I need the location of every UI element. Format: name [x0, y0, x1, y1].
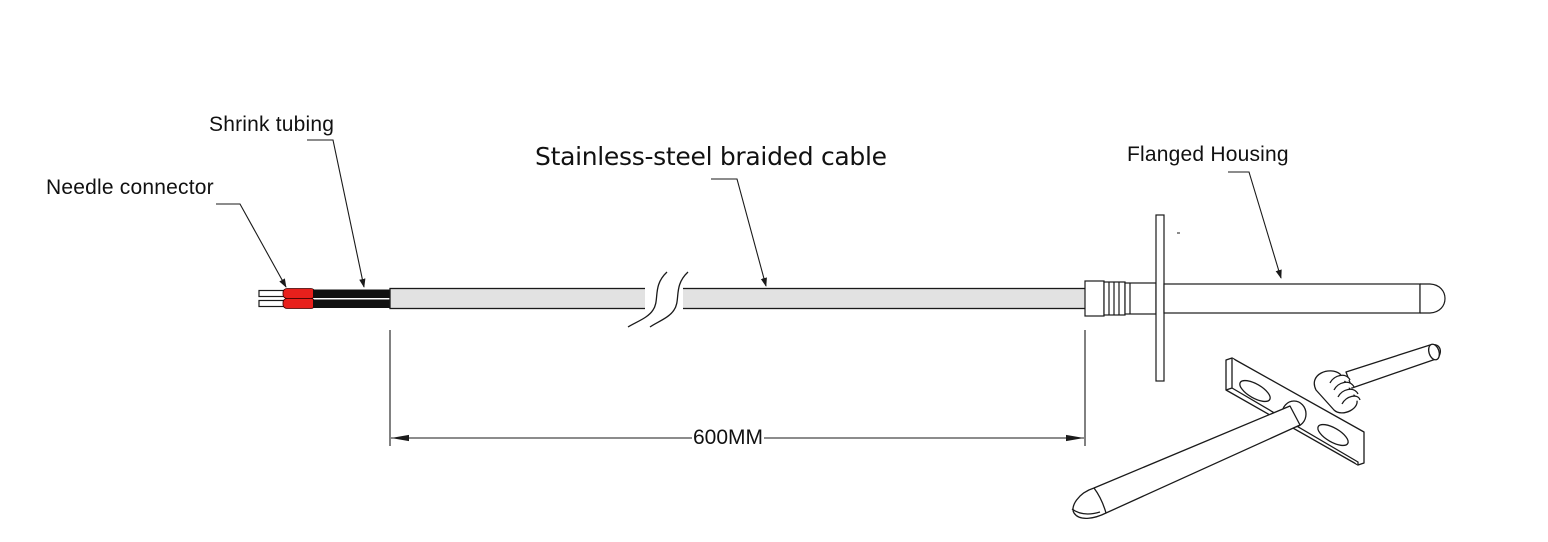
probe-tube — [1163, 283, 1446, 314]
iso-flange-slot-left — [1239, 379, 1271, 403]
cable-break-symbol — [627, 271, 689, 328]
isometric-probe-view — [1071, 343, 1441, 519]
leader-shrink-tubing — [307, 139, 366, 288]
probe-tip — [1420, 283, 1446, 314]
black-wire-top — [313, 289, 391, 298]
probe-shaft — [1163, 283, 1421, 314]
iso-probe-shaft — [1072, 405, 1301, 519]
break-curve-right — [649, 271, 689, 328]
leader-lines — [216, 139, 1282, 288]
flange-plate — [1155, 214, 1165, 382]
iso-cable-end — [1345, 343, 1441, 389]
gland-nut-1 — [1084, 280, 1105, 317]
black-wires — [313, 289, 391, 308]
red-shrink-sleeves — [282, 288, 316, 309]
label-shrink-tubing: Shrink tubing — [209, 113, 335, 136]
dimension-label: 600MM — [692, 426, 765, 450]
label-needle-connector: Needle connector — [46, 176, 214, 199]
red-sleeve-top — [282, 288, 316, 299]
break-curve-left — [627, 271, 668, 328]
leader-braided-cable — [711, 178, 767, 287]
red-sleeve-bottom — [282, 298, 316, 309]
braided-cable — [389, 287, 1087, 310]
iso-flange-slot-right — [1317, 423, 1349, 447]
leader-flanged-housing — [1228, 171, 1282, 279]
cable-gland — [1084, 280, 1157, 317]
black-wire-bottom — [313, 299, 391, 308]
label-braided-cable: Stainless-steel braided cable — [535, 142, 887, 171]
label-flanged-housing: Flanged Housing — [1127, 143, 1289, 166]
leader-needle-connector — [216, 203, 287, 288]
